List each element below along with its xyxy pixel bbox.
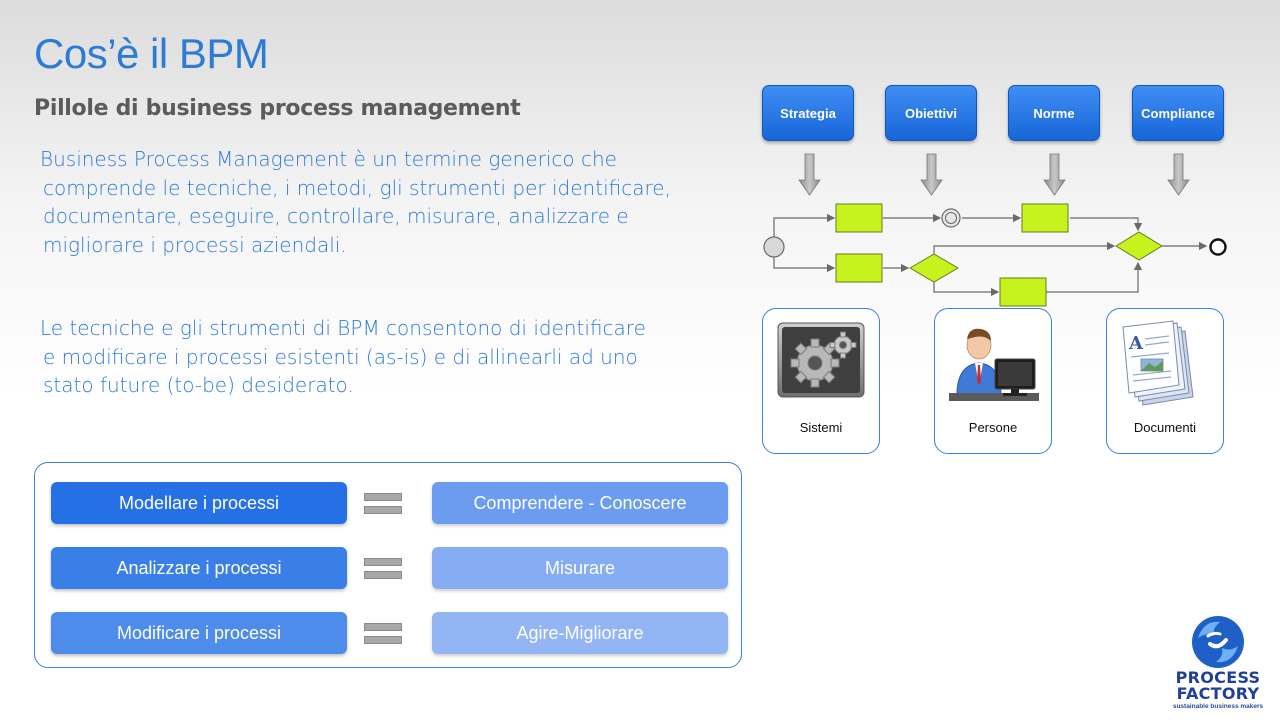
logo-text-factory: FACTORY — [1176, 684, 1260, 703]
equivalence-left-box: Modellare i processi — [51, 482, 347, 524]
resource-sistemi: Sistemi — [762, 308, 880, 454]
documents-icon: A — [1122, 320, 1194, 406]
intermediate-event — [941, 208, 961, 228]
person-computer-icon — [949, 328, 1039, 401]
gateway — [1115, 231, 1163, 261]
logo-tagline: sustainable business makers — [1172, 703, 1264, 710]
process-diagram — [763, 153, 1227, 307]
paragraph-line: documentare, eseguire, controllare, misu… — [43, 204, 629, 228]
category-compliance: Compliance — [1132, 85, 1224, 141]
start-event — [763, 236, 785, 258]
equals-sign — [364, 558, 402, 580]
equivalence-right-box: Comprendere - Conoscere — [432, 482, 728, 524]
paragraph-techniques: Le tecniche e gli strumenti di BPM conse… — [40, 314, 700, 400]
equivalence-left-box: Modificare i processi — [51, 612, 347, 654]
gear-icon — [777, 322, 865, 398]
logo-text-process: PROCESS — [1175, 668, 1261, 687]
equivalence-right-box: Misurare — [432, 547, 728, 589]
paragraph-line: Business Process Management è un termine… — [40, 147, 617, 171]
paragraph-line: e modificare i processi esistenti (as-is… — [43, 344, 638, 369]
category-obiettivi: Obiettivi — [885, 85, 977, 141]
paragraph-line: comprende le tecniche, i metodi, gli str… — [43, 175, 671, 200]
resource-label: Documenti — [1133, 420, 1197, 435]
paragraph-line: Le tecniche e gli strumenti di BPM conse… — [40, 316, 646, 340]
task — [835, 253, 883, 283]
process-factory-logo-icon — [1192, 616, 1244, 668]
equivalence-right-box: Agire-Migliorare — [432, 612, 728, 654]
resource-label: Persone — [968, 420, 1018, 435]
paragraph-line: migliorare i processi aziendali. — [43, 232, 347, 257]
down-arrows — [798, 153, 1190, 196]
page-title: Cos’è il BPM — [34, 30, 269, 77]
equals-sign — [364, 493, 402, 515]
page-subtitle: Pillole di business process management — [34, 96, 521, 121]
category-strategia: Strategia — [762, 85, 854, 141]
paragraph-line: stato future (to-be) desiderato. — [43, 373, 354, 397]
gateway — [909, 253, 959, 283]
resource-persone: Persone — [934, 308, 1052, 454]
category-norme: Norme — [1008, 85, 1100, 141]
task — [1021, 203, 1069, 233]
equals-sign — [364, 623, 402, 645]
equivalence-left-box: Analizzare i processi — [51, 547, 347, 589]
paragraph-definition: Business Process Management è un termine… — [40, 145, 700, 259]
resource-label: Sistemi — [799, 420, 843, 435]
task — [835, 203, 883, 233]
document-letter-glyph: A — [1128, 333, 1144, 354]
resource-documenti: A Documenti — [1106, 308, 1224, 454]
task — [999, 277, 1047, 307]
end-event — [1209, 238, 1227, 256]
